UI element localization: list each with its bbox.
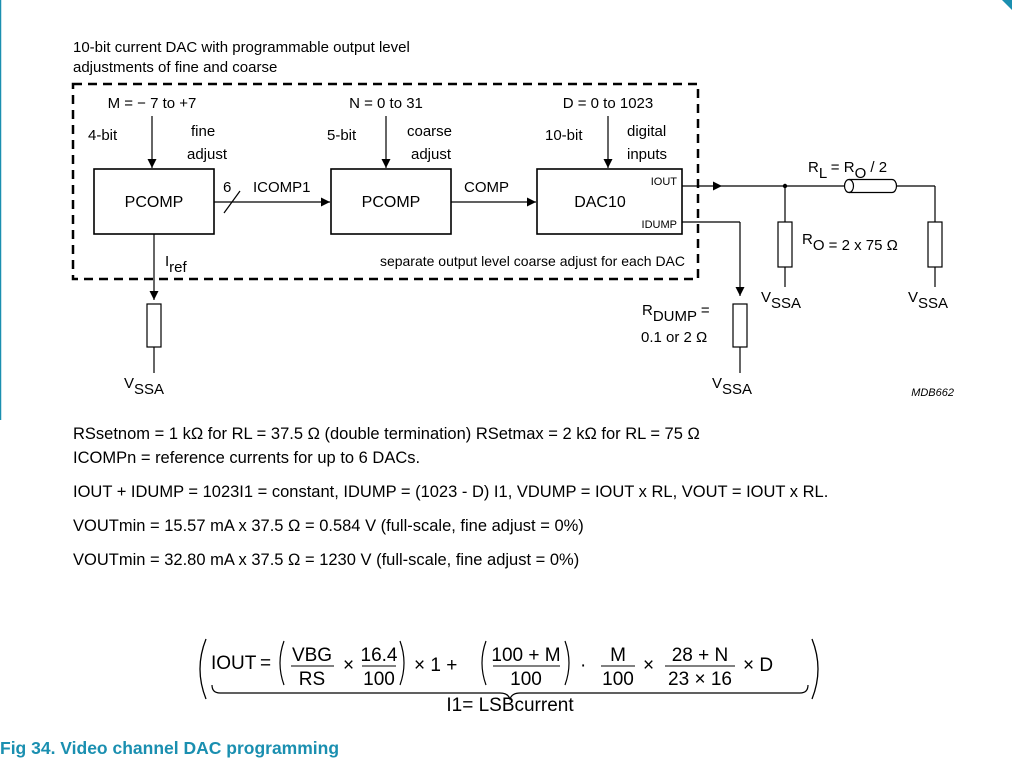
rl-resistor xyxy=(927,221,943,268)
underbrace-label: I1= LSBcurrent xyxy=(446,695,574,716)
formula-eq: = xyxy=(260,653,271,674)
pcomp-coarse-block xyxy=(330,168,452,235)
idump-pin-label: IDUMP xyxy=(642,219,677,231)
formula-100c: 100 xyxy=(602,669,634,690)
paren-1-left xyxy=(279,640,285,686)
formula-m: M xyxy=(610,645,626,666)
formula-100b: 100 xyxy=(510,669,542,690)
iout-pin-label: IOUT xyxy=(651,176,678,188)
note-line-3: IOUT + IDUMP = 1023I1 = constant, IDUMP … xyxy=(73,483,829,501)
note-line-2: ICOMPn = reference currents for up to 6 … xyxy=(73,449,421,467)
bits-10-label: 10-bit xyxy=(545,127,583,144)
paren-2-left xyxy=(481,640,487,686)
formula-23x16: 23 × 16 xyxy=(668,669,732,690)
paren-2-right xyxy=(564,640,570,686)
n-range-label: N = 0 to 31 xyxy=(349,95,423,112)
formula-iout: IOUT xyxy=(211,653,257,674)
diagram-header-line2: adjustments of fine and coarse xyxy=(73,59,277,76)
dac10-label: DAC10 xyxy=(574,194,626,211)
underbrace xyxy=(211,684,809,701)
coax-entry xyxy=(843,178,855,194)
rset-resistor xyxy=(146,303,162,348)
figure-code: MDB662 xyxy=(911,387,954,399)
coarse-label: coarse xyxy=(407,123,452,140)
iref-label: Iref xyxy=(165,253,188,276)
formula: IOUT = VBG RS × 16.4 100 × 1 + 100 + M 1… xyxy=(199,638,819,716)
note-line-4: VOUTmin = 15.57 mA x 37.5 Ω = 0.584 V (f… xyxy=(73,517,584,535)
d-range-label: D = 0 to 1023 xyxy=(563,95,653,112)
vssa-label-dump: VSSA xyxy=(712,375,752,398)
formula-28-plus-n: 28 + N xyxy=(672,645,729,666)
formula-times-a: × xyxy=(343,655,354,676)
ro-label: RO = 2 x 75 Ω xyxy=(802,231,898,254)
figure-caption: Fig 34. Video channel DAC programming xyxy=(0,738,340,758)
bits-4-label: 4-bit xyxy=(88,127,118,144)
m-range-label: M = − 7 to +7 xyxy=(108,95,197,112)
bus-width-label: 6 xyxy=(223,179,231,196)
formula-times-d: × D xyxy=(743,655,773,676)
vssa-label-left: VSSA xyxy=(124,375,164,398)
rl-label: RL = RO / 2 xyxy=(808,159,887,182)
dac-enclosure xyxy=(71,82,700,281)
icomp1-label: ICOMP1 xyxy=(253,179,311,196)
pcomp-fine-block xyxy=(93,168,215,235)
formula-100-plus-m: 100 + M xyxy=(491,645,560,666)
formula-times-b: × xyxy=(643,655,654,676)
rdump-resistor xyxy=(732,303,748,348)
formula-100a: 100 xyxy=(363,669,395,690)
fine-label: fine xyxy=(191,123,215,140)
dac10-block xyxy=(536,168,683,235)
circuit-diagram: 10-bit current DAC with programmable out… xyxy=(0,0,954,420)
rdump-label: RDUMP = xyxy=(642,302,710,325)
digital-label: digital xyxy=(627,123,666,140)
formula-times-one: × 1 + xyxy=(414,655,457,676)
ro-resistor xyxy=(777,221,793,268)
bus-slash xyxy=(223,190,241,214)
note-line-5: VOUTmin = 32.80 mA x 37.5 Ω = 1230 V (fu… xyxy=(73,551,580,569)
coax-exit xyxy=(891,178,898,194)
outer-paren-left xyxy=(199,638,207,700)
formula-rs: RS xyxy=(299,669,325,690)
separate-adjust-note: separate output level coarse adjust for … xyxy=(380,253,685,269)
pcomp-coarse-label: PCOMP xyxy=(362,194,421,211)
paren-1-right xyxy=(399,640,405,686)
formula-vbg: VBG xyxy=(292,645,332,666)
outer-paren-right xyxy=(811,638,819,700)
note-line-1: RSsetnom = 1 kΩ for RL = 37.5 Ω (double … xyxy=(73,425,700,443)
vssa-label-rl: VSSA xyxy=(908,289,948,312)
pcomp-fine-label: PCOMP xyxy=(125,194,184,211)
formula-164: 16.4 xyxy=(361,645,398,666)
coarse-adjust-label: adjust xyxy=(411,146,452,163)
notes-block: RSsetnom = 1 kΩ for RL = 37.5 Ω (double … xyxy=(73,422,953,582)
corner-mark xyxy=(1002,0,1012,10)
comp-label: COMP xyxy=(464,179,509,196)
rdump-value: 0.1 or 2 Ω xyxy=(641,329,707,346)
inputs-label: inputs xyxy=(627,146,667,163)
diagram-header-line1: 10-bit current DAC with programmable out… xyxy=(73,39,410,56)
formula-cdot: · xyxy=(580,655,586,676)
note-rset: RSsetnom = 1 kΩ for RL = 37.5 Ω (double … xyxy=(73,422,953,470)
fine-adjust-label: adjust xyxy=(187,146,228,163)
vssa-label-ro: VSSA xyxy=(761,289,801,312)
bits-5-label: 5-bit xyxy=(327,127,357,144)
